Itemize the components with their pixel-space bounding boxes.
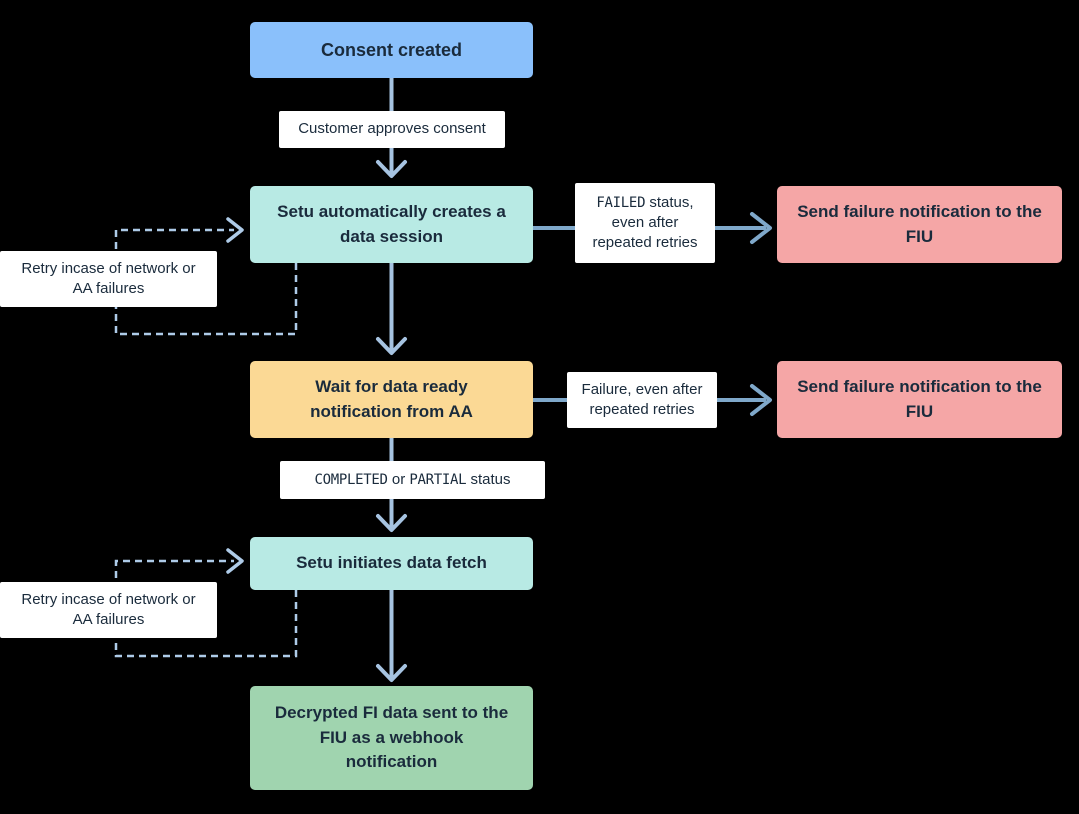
node-consent-created: Consent created — [250, 22, 533, 78]
retry-loop-2 — [114, 548, 298, 658]
edge-label-failure-retries-line2: repeated retries — [589, 401, 695, 418]
retry-label-1-line2: AA failures — [72, 280, 145, 297]
retry-label-2-line2: AA failures — [72, 611, 145, 628]
node-failure-notification-1: Send failure notification to the FIU — [777, 186, 1062, 263]
edge-label-failed-status-line1: FAILED status, — [596, 193, 693, 213]
node-wait-data-ready: Wait for data ready notification from AA — [250, 361, 533, 438]
edge-label-failed-status: FAILED status, even after repeated retri… — [575, 183, 715, 263]
arrow-session-to-failure1 — [533, 212, 772, 244]
retry-label-2-line1: Retry incase of network or — [21, 590, 196, 608]
completed-code: COMPLETED — [314, 471, 388, 488]
node-decrypted-data-label: Decrypted FI data sent to the FIU as a w… — [274, 703, 509, 772]
retry-label-1: Retry incase of network or AA failures — [0, 251, 217, 307]
arrow-fetch-to-decrypted — [376, 590, 407, 682]
node-data-session: Setu automatically creates a data sessio… — [250, 186, 533, 263]
node-failure-notification-2: Send failure notification to the FIU — [777, 361, 1062, 438]
completed-status-text: status — [466, 470, 511, 488]
node-failure-notification-2-label: Send failure notification to the FIU — [797, 376, 1042, 421]
retry-loop-1 — [114, 217, 298, 336]
node-failure-notification-1-label: Send failure notification to the FIU — [797, 201, 1042, 246]
arrow-wait-to-failure2 — [533, 384, 772, 416]
completed-or-text: or — [387, 470, 410, 488]
node-consent-created-label: Consent created — [320, 39, 463, 60]
retry-label-2: Retry incase of network or AA failures — [0, 582, 217, 638]
retry-label-1-line1: Retry incase of network or — [21, 259, 196, 277]
node-data-fetch: Setu initiates data fetch — [250, 537, 533, 590]
node-decrypted-data: Decrypted FI data sent to the FIU as a w… — [250, 686, 533, 790]
edge-label-customer-approves-text: Customer approves consent — [298, 120, 486, 138]
node-wait-data-ready-label: Wait for data ready notification from AA — [310, 376, 473, 421]
edge-label-customer-approves: Customer approves consent — [279, 111, 505, 148]
edge-label-failed-status-line3: repeated retries — [592, 234, 698, 252]
node-data-fetch-label: Setu initiates data fetch — [296, 553, 487, 573]
node-data-session-label: Setu automatically creates a data sessio… — [277, 201, 506, 246]
failed-status-code: FAILED — [596, 194, 646, 211]
failed-status-after-code: status, — [645, 193, 694, 211]
arrow-session-to-wait — [376, 263, 407, 355]
partial-code: PARTIAL — [409, 471, 467, 488]
edge-label-failure-retries: Failure, even after repeated retries — [567, 372, 717, 428]
edge-label-failed-status-line2: even after — [611, 213, 679, 231]
edge-label-failure-retries-line1: Failure, even after — [581, 380, 703, 398]
edge-label-completed-partial: COMPLETED or PARTIAL status — [280, 461, 545, 499]
